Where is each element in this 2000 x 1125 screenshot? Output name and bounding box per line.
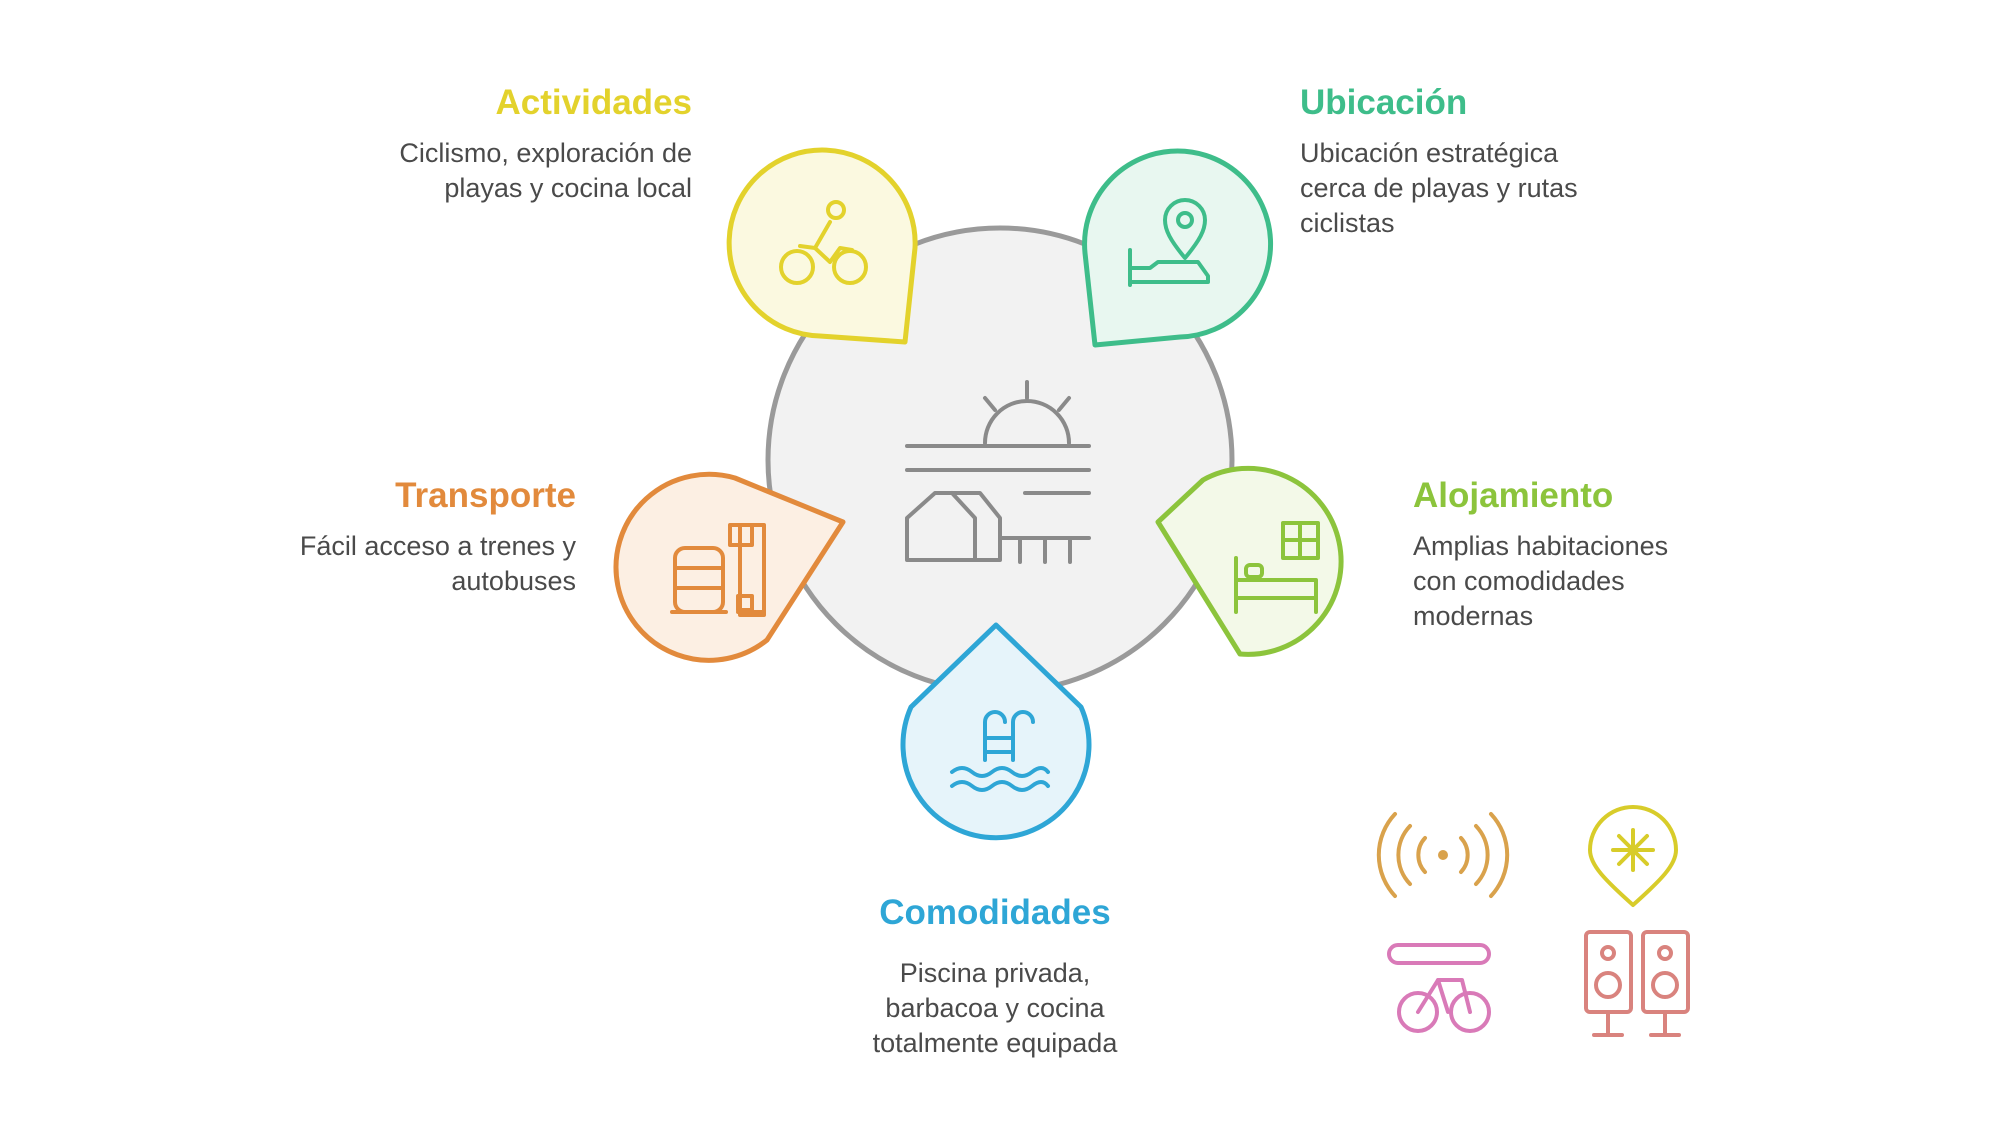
actividades-desc: Ciclismo, exploración de playas y cocina… (399, 136, 692, 206)
actividades-title: Actividades (495, 83, 692, 122)
alojamiento-label: Alojamiento Amplias habitaciones con com… (1413, 475, 1668, 634)
transporte-title: Transporte (395, 476, 576, 515)
comodidades-desc-line-3: totalmente equipada (872, 1028, 1118, 1059)
transporte-desc: Fácil acceso a trenes y autobuses (300, 529, 576, 599)
alojamiento-desc-line-3: modernas (1413, 601, 1534, 632)
ubicacion-desc-line-1: Ubicación estratégica (1300, 138, 1559, 168)
ubicacion-pin (1082, 148, 1274, 348)
alojamiento-desc-line-1: Amplias habitaciones (1413, 531, 1669, 561)
actividades-desc-line-2: playas y cocina local (444, 173, 692, 204)
ubicacion-desc-line-3: ciclistas (1300, 208, 1395, 239)
comodidades-desc: Piscina privada, barbacoa y cocina total… (820, 956, 1170, 1061)
ubicacion-desc: Ubicación estratégica cerca de playas y … (1300, 136, 1578, 241)
speakers-icon (1584, 930, 1690, 1037)
comodidades-desc-line-2: barbacoa y cocina (885, 993, 1105, 1024)
comodidades-title: Comodidades (879, 893, 1111, 932)
air-conditioning-icon (1588, 805, 1678, 907)
transporte-desc-line-2: autobuses (451, 566, 576, 597)
ubicacion-label: Ubicación Ubicación estratégica cerca de… (1300, 82, 1578, 241)
house-sunset-icon (905, 380, 1091, 564)
map-pin-bed-icon (1128, 198, 1210, 287)
comodidades-pin (900, 622, 1092, 841)
comodidades-label: Comodidades Piscina privada, barbacoa y … (820, 892, 1170, 1061)
ubicacion-title: Ubicación (1300, 83, 1468, 122)
alojamiento-pin (1155, 465, 1344, 657)
actividades-pin (726, 147, 918, 345)
alojamiento-desc: Amplias habitaciones con comodidades mod… (1413, 529, 1668, 634)
wifi-icon (1376, 812, 1510, 898)
bed-window-icon (1234, 521, 1320, 614)
actividades-label: Actividades Ciclismo, exploración de pla… (399, 82, 692, 206)
train-station-icon (670, 523, 766, 617)
cyclist-icon (779, 200, 868, 285)
alojamiento-desc-line-2: con comodidades (1413, 566, 1625, 597)
comodidades-desc-line-1: Piscina privada, (899, 958, 1091, 988)
transporte-pin (613, 471, 846, 663)
actividades-desc-line-1: Ciclismo, exploración de (399, 138, 692, 168)
alojamiento-title: Alojamiento (1413, 476, 1614, 515)
transporte-label: Transporte Fácil acceso a trenes y autob… (300, 475, 576, 599)
transporte-desc-line-1: Fácil acceso a trenes y (299, 531, 576, 561)
bike-repair-icon (1387, 943, 1491, 1033)
pool-ladder-icon (950, 710, 1050, 792)
ubicacion-desc-line-2: cerca de playas y rutas (1300, 173, 1578, 204)
